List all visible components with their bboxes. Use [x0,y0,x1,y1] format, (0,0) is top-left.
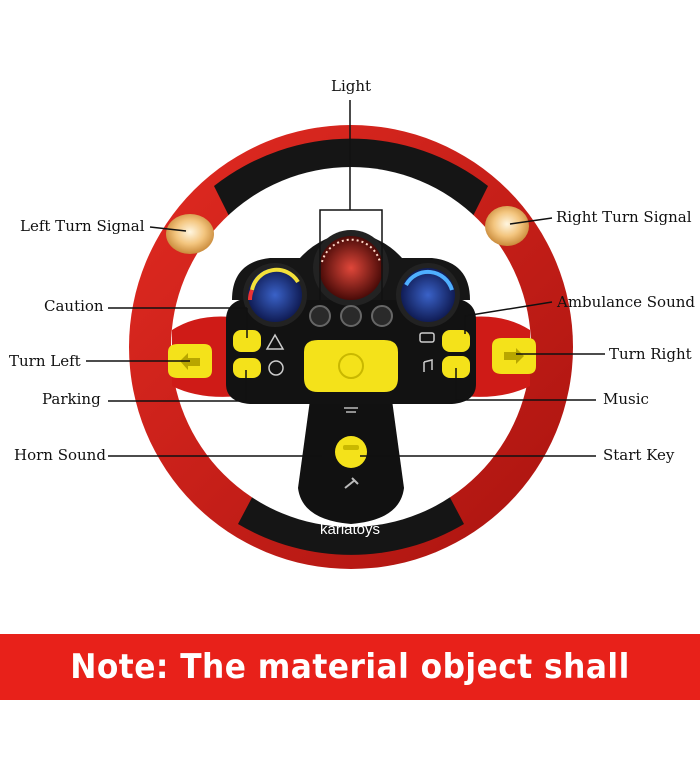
left-turn-signal-light [166,214,214,254]
turn-right-button[interactable] [492,338,536,374]
light-knob-3[interactable] [371,305,393,327]
label-caution: Caution [44,297,104,315]
gauge-center [313,230,389,306]
ambulance-sound-button[interactable] [442,330,470,352]
light-knobs [309,305,393,327]
label-turn-right: Turn Right [609,345,692,363]
key-icon [344,477,359,489]
product-diagram: karlatoys Light Left Turn Signal Right T… [0,77,700,753]
headlight-icon [344,407,358,413]
label-ambulance-sound: Ambulance Sound [557,293,695,311]
light-knob-1[interactable] [309,305,331,327]
horn-pad[interactable] [304,340,398,392]
label-music: Music [603,390,649,408]
leader-lines [86,100,605,457]
label-right-turn-signal: Right Turn Signal [556,208,692,226]
label-left-turn-signal: Left Turn Signal [20,217,145,235]
caution-button[interactable] [233,330,261,352]
right-turn-signal-light [485,206,529,246]
ambulance-icon [419,332,435,343]
steering-wheel-illustration: karlatoys [86,100,605,569]
warning-triangle-icon [265,333,285,350]
turn-right-arrow-icon [504,348,524,364]
label-start-key: Start Key [603,446,675,464]
music-button[interactable] [442,356,470,378]
gauge-left [243,263,307,327]
brand-watermark: karlatoys [320,521,380,538]
start-key-button[interactable] [335,436,367,468]
note-text: Note: The material object shall prevail. [70,647,630,753]
music-note-icon [423,359,433,372]
gauge-right [396,263,460,327]
label-horn-sound: Horn Sound [14,446,106,464]
yellow-buttons [233,330,470,468]
label-turn-left: Turn Left [9,352,81,370]
key-slot-icon [343,445,359,450]
note-banner: Note: The material object shall prevail. [0,634,700,753]
label-parking: Parking [42,390,101,408]
parking-button[interactable] [233,358,261,378]
label-light: Light [331,77,372,95]
logo-icon [338,353,364,379]
light-knob-2[interactable] [340,305,362,327]
stop-sign-icon [268,360,284,376]
